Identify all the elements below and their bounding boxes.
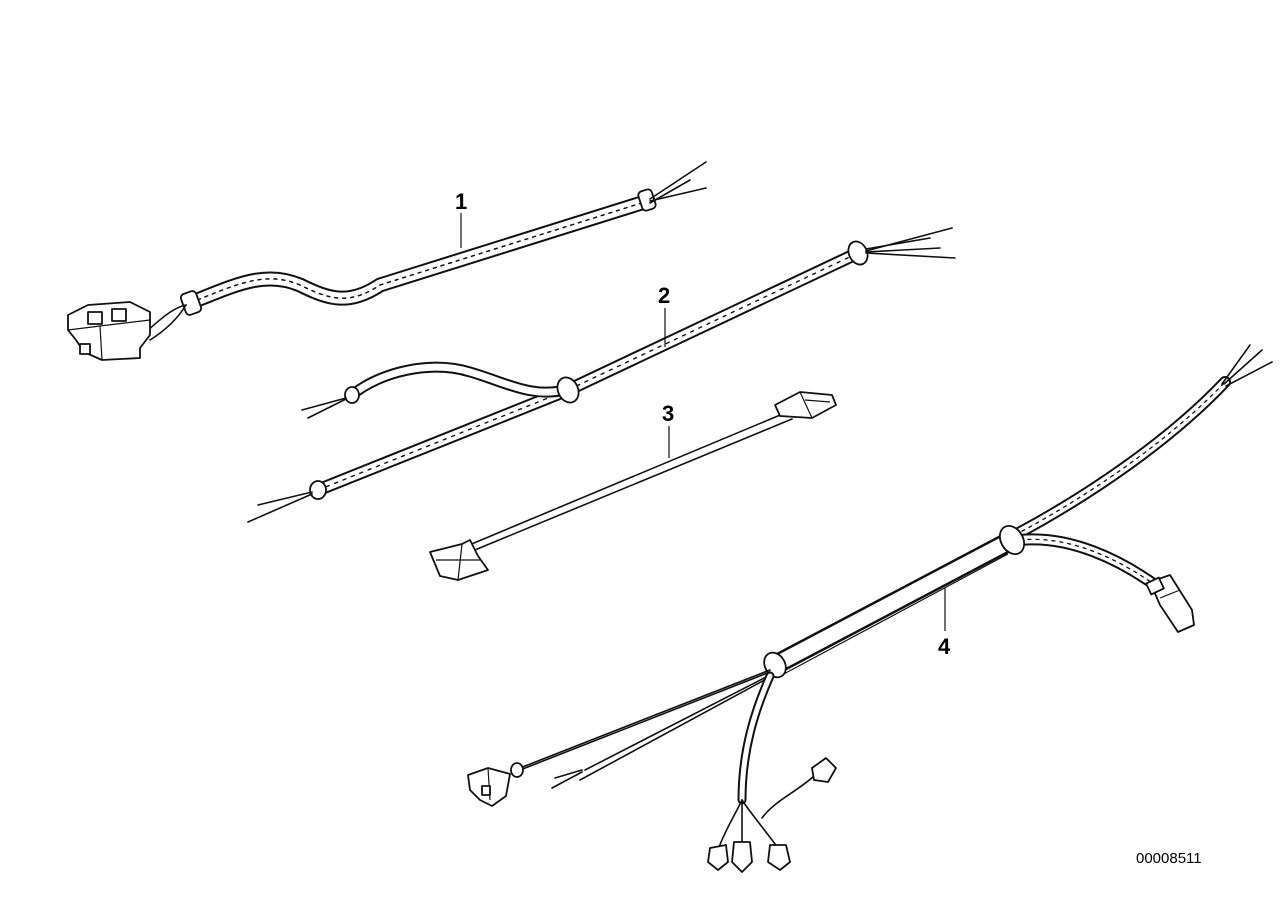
plug-connector-icon bbox=[1145, 574, 1195, 633]
part-label-1: 1 bbox=[455, 189, 467, 214]
harness-part-2[interactable] bbox=[247, 227, 956, 523]
harness-part-1[interactable] bbox=[67, 161, 707, 361]
terminal-connector-icon bbox=[767, 844, 791, 871]
terminal-connector-icon bbox=[731, 841, 753, 873]
flat-connector-icon bbox=[774, 391, 837, 419]
part-label-2: 2 bbox=[658, 283, 670, 308]
plug-connector-icon bbox=[467, 767, 511, 807]
document-id: 00008511 bbox=[1136, 850, 1202, 867]
connector-block-icon bbox=[67, 301, 151, 361]
harness-part-4[interactable] bbox=[467, 344, 1273, 873]
terminal-connector-icon bbox=[811, 757, 837, 783]
part-label-4: 4 bbox=[938, 634, 951, 659]
terminal-connector-icon bbox=[707, 844, 729, 871]
part-label-3: 3 bbox=[662, 401, 674, 426]
flat-connector-icon bbox=[429, 539, 489, 581]
harness-part-3[interactable] bbox=[429, 391, 837, 581]
